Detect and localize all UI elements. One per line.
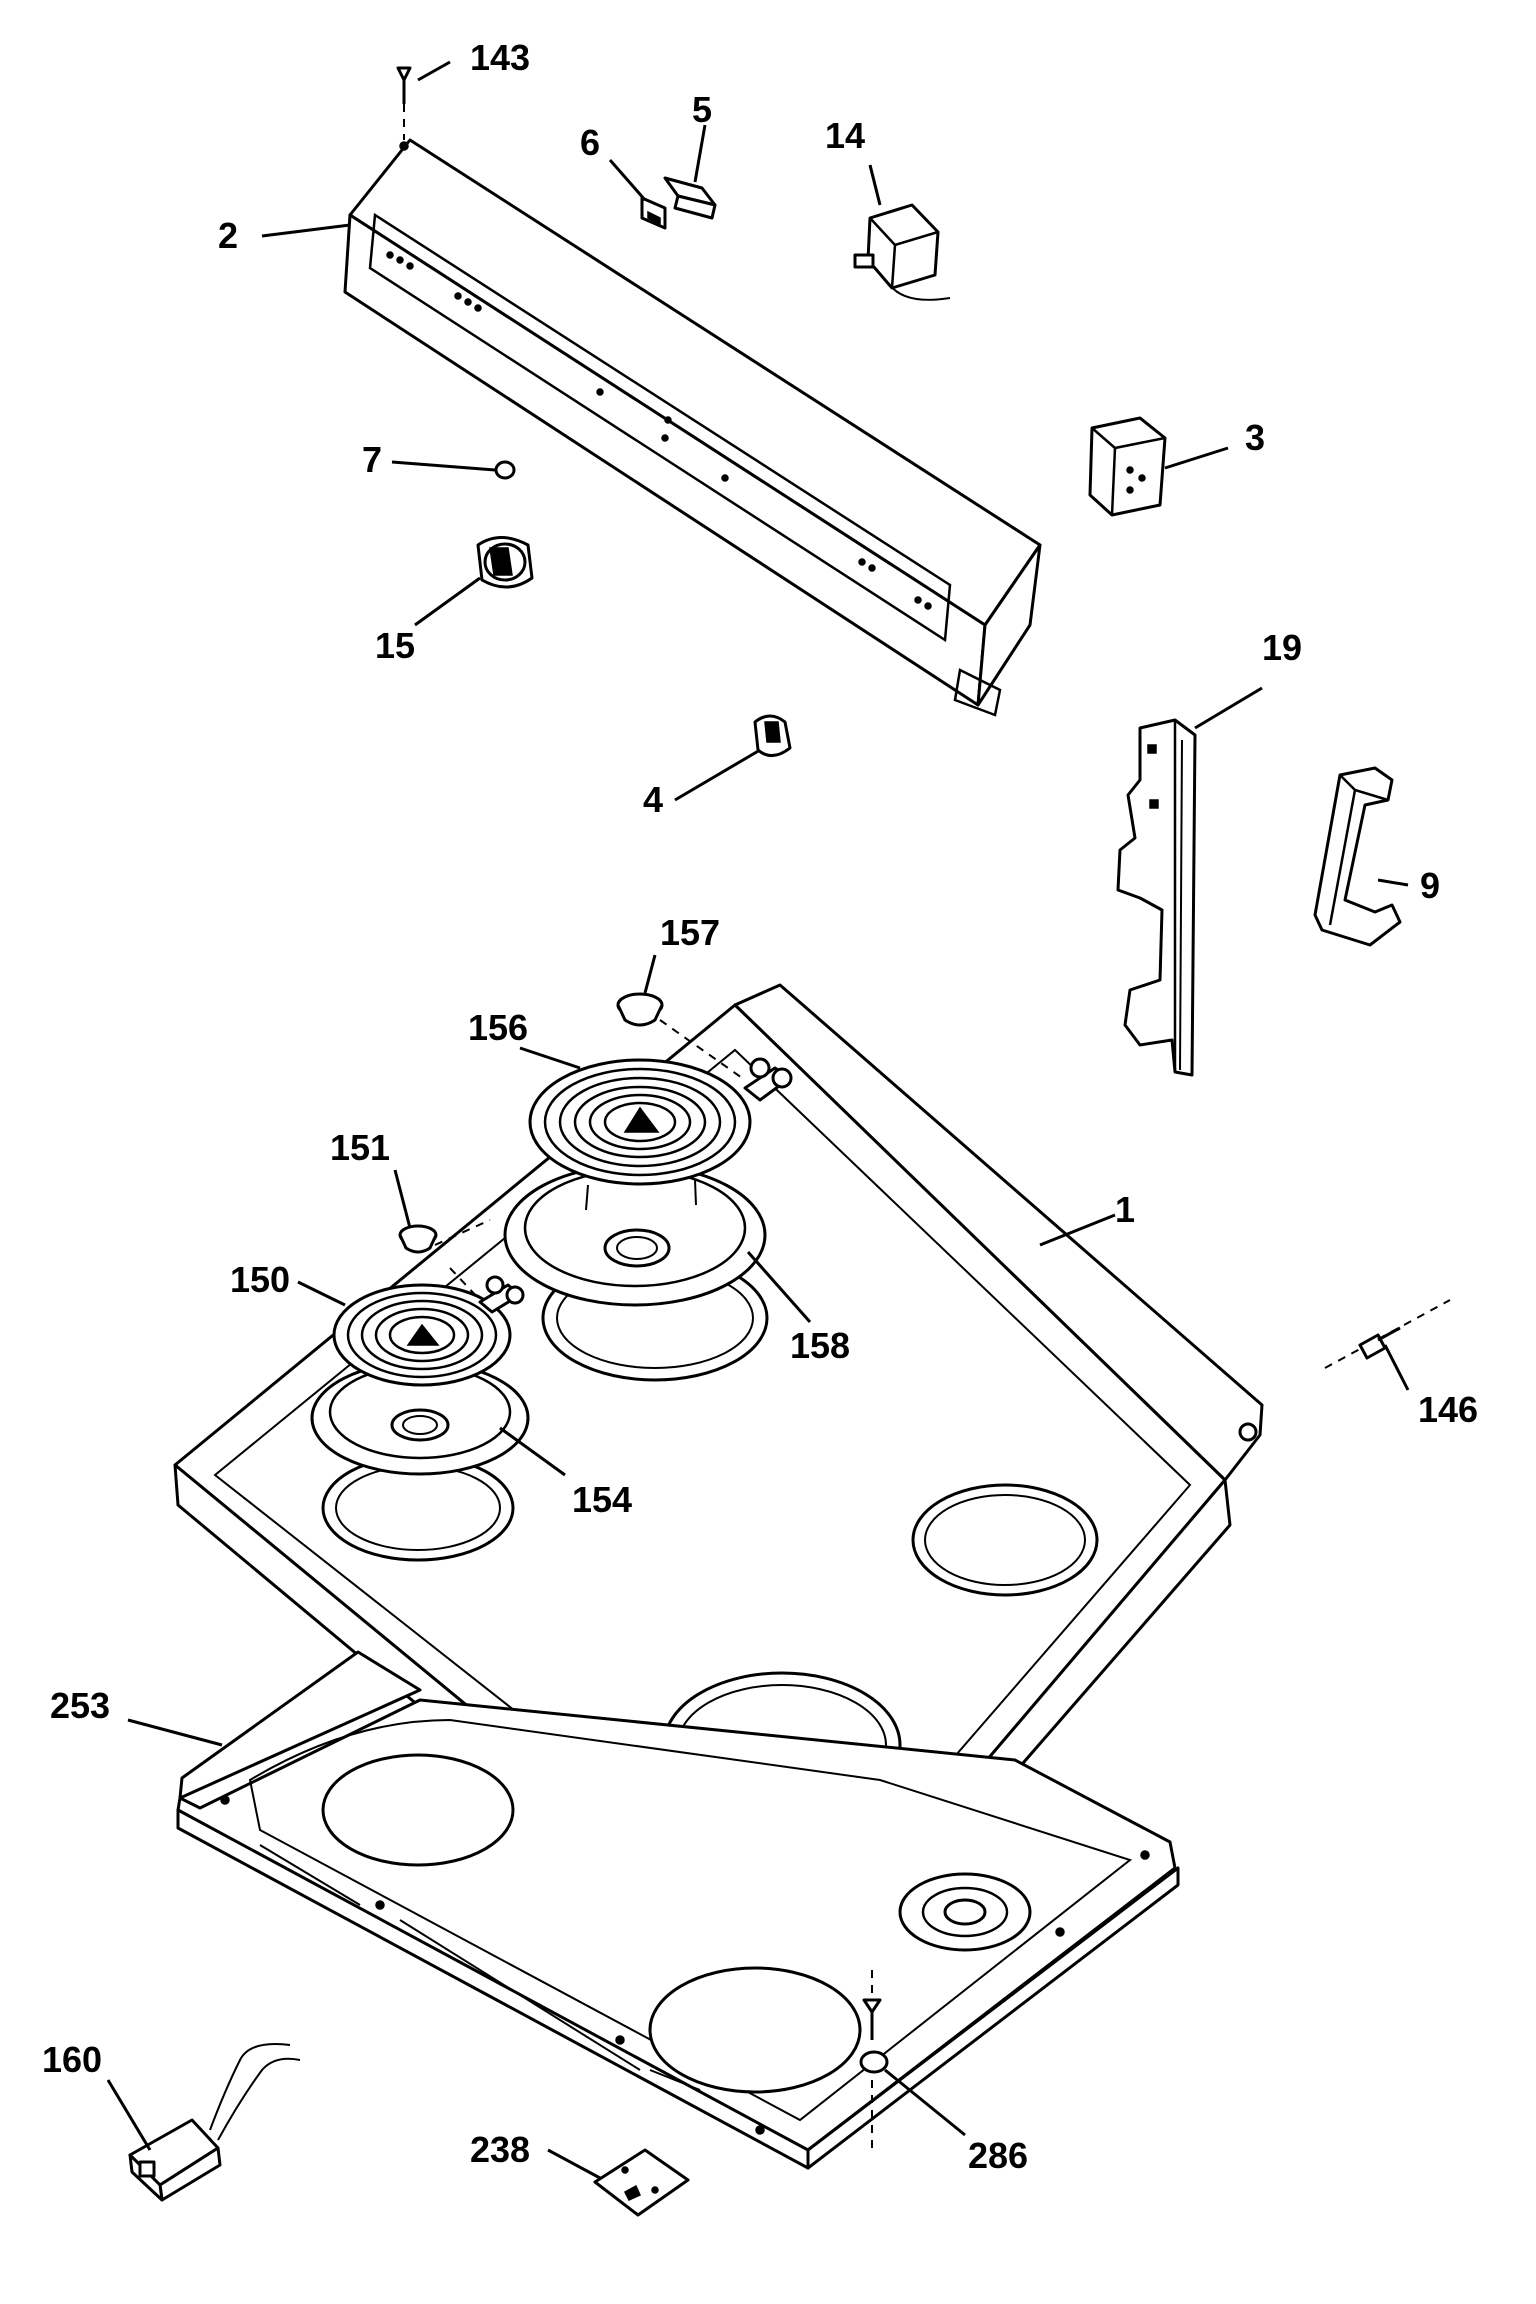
surface-element-150: [332, 1275, 525, 1387]
label-6: 6: [580, 122, 600, 163]
alignment-lines: [434, 1019, 746, 1301]
label-4: 4: [643, 779, 663, 820]
label-1: 1: [1115, 1189, 1135, 1230]
label-15: 15: [375, 625, 415, 666]
bracket-9: [1313, 766, 1402, 947]
label-143: 143: [470, 37, 530, 78]
label-5: 5: [692, 89, 712, 130]
fastener-286: [859, 1970, 889, 2148]
label-160: 160: [42, 2039, 102, 2080]
burner-box-253: [176, 1650, 1180, 2170]
label-158: 158: [790, 1325, 850, 1366]
label-150: 150: [230, 1259, 290, 1300]
label-7: 7: [362, 439, 382, 480]
label-14: 14: [825, 115, 865, 156]
label-154: 154: [572, 1479, 632, 1520]
label-146: 146: [1418, 1389, 1478, 1430]
ring-157: [616, 992, 664, 1027]
knob-7: [494, 460, 516, 480]
label-3: 3: [1245, 417, 1265, 458]
label-286: 286: [968, 2135, 1028, 2176]
backsplash-panel: [343, 138, 1042, 717]
terminal-block-160: [128, 2043, 301, 2202]
label-2: 2: [218, 215, 238, 256]
leader-lines: [106, 60, 1410, 2180]
switch-3: [1088, 416, 1167, 517]
knob-4: [753, 714, 792, 757]
label-238: 238: [470, 2129, 530, 2170]
bracket-5: [663, 176, 717, 220]
screw-143: [396, 66, 412, 140]
drip-pan-158: [503, 1163, 767, 1307]
clip-6: [640, 196, 667, 230]
plate-238: [593, 2148, 690, 2217]
label-156: 156: [468, 1007, 528, 1048]
label-253: 253: [50, 1685, 110, 1726]
callout-labels: 143 2 5 6 14 3 7 15 4 19 9 157 156 1 146…: [42, 37, 1478, 2176]
bracket-19: [1116, 718, 1197, 1077]
label-151: 151: [330, 1127, 390, 1168]
switch-14: [853, 203, 951, 301]
surface-element-156: [528, 1057, 793, 1211]
ring-151: [398, 1224, 438, 1254]
screw-146: [1324, 1299, 1451, 1369]
label-157: 157: [660, 912, 720, 953]
knob-15: [476, 536, 534, 589]
label-19: 19: [1262, 627, 1302, 668]
label-9: 9: [1420, 865, 1440, 906]
